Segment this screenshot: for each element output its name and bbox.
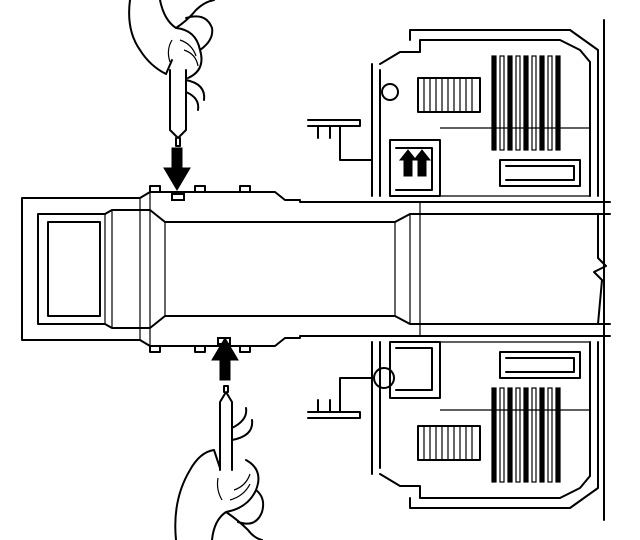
lower-hub-lines — [440, 341, 590, 411]
upper-piston-body — [389, 139, 441, 197]
main-shaft — [21, 185, 611, 353]
lower-hub — [440, 341, 590, 411]
shaft-break-line — [593, 213, 607, 325]
shaft-bore — [37, 209, 611, 329]
lower-clutch-plate — [547, 387, 553, 483]
lower-seal-ring — [373, 367, 395, 389]
lower-drum-bottom — [379, 341, 591, 499]
lower-piston — [373, 341, 441, 399]
upper-seal-ring — [381, 83, 399, 101]
lower-clutch-plate — [523, 387, 529, 483]
lower-clutch-plate — [507, 387, 513, 483]
lower-flange — [307, 377, 373, 419]
lower-clutch-plate — [539, 387, 545, 483]
lower-hand-fingers — [216, 473, 251, 501]
upper-hub-outline — [499, 159, 581, 187]
shaft-end-cap — [47, 221, 101, 317]
upper-clutch-plate — [539, 55, 545, 151]
upper-clutch-plate — [507, 55, 513, 151]
upper-piston — [381, 83, 441, 197]
upper-hub — [440, 127, 590, 197]
lower-spring-coils — [423, 426, 473, 460]
lower-clutch-pack — [491, 387, 561, 483]
shaft-outline — [21, 191, 611, 347]
upper-clutch-plate — [555, 55, 561, 151]
upper-flange — [307, 119, 373, 161]
lower-clutch-plate — [515, 387, 521, 483]
lower-clutch-plate — [491, 387, 497, 483]
upper-seal-grooves — [149, 185, 251, 193]
upper-piston-arrows — [398, 149, 432, 177]
upper-clutch-plate — [531, 55, 537, 151]
clutch-housing — [307, 19, 605, 521]
lower-return-spring — [417, 425, 481, 461]
upper-oil-hole — [171, 193, 185, 201]
upper-hub-lines — [440, 127, 590, 197]
down-arrow-icon — [163, 147, 191, 191]
upper-drum-top — [379, 39, 591, 197]
lower-hand-outline — [174, 449, 265, 540]
outer-case-bottom — [409, 341, 599, 509]
upper-clutch-plate — [547, 55, 553, 151]
upper-clutch-plate — [491, 55, 497, 151]
lower-clutch-plate — [531, 387, 537, 483]
outer-case-top — [409, 29, 599, 197]
upper-spring-coils — [423, 78, 473, 112]
up-arrow-icon — [211, 337, 239, 381]
drum-wall — [371, 63, 381, 475]
lower-spring-box — [417, 425, 481, 461]
lower-piston-body — [389, 341, 441, 399]
lower-seal-grooves — [149, 345, 251, 353]
lower-clutch-plate — [555, 387, 561, 483]
upper-clutch-plate — [523, 55, 529, 151]
upper-return-spring — [417, 77, 481, 113]
lower-clutch-plate — [499, 387, 505, 483]
shaft-steps — [139, 192, 421, 346]
upper-air-nozzle — [169, 69, 187, 147]
upper-spring-box — [417, 77, 481, 113]
upper-nozzle-trigger — [185, 79, 206, 111]
lower-hub-outline — [499, 351, 581, 379]
upper-clutch-plate — [515, 55, 521, 151]
lower-nozzle-trigger — [231, 407, 254, 441]
upper-hand-icon — [128, 0, 215, 147]
upper-clutch-plate — [499, 55, 505, 151]
lower-air-nozzle — [219, 385, 233, 471]
upper-hand-fingers — [167, 39, 199, 67]
upper-clutch-pack — [491, 55, 561, 151]
lower-hand-icon — [174, 385, 265, 540]
upper-hand-outline — [128, 0, 215, 79]
shaft-end-step — [104, 210, 113, 328]
